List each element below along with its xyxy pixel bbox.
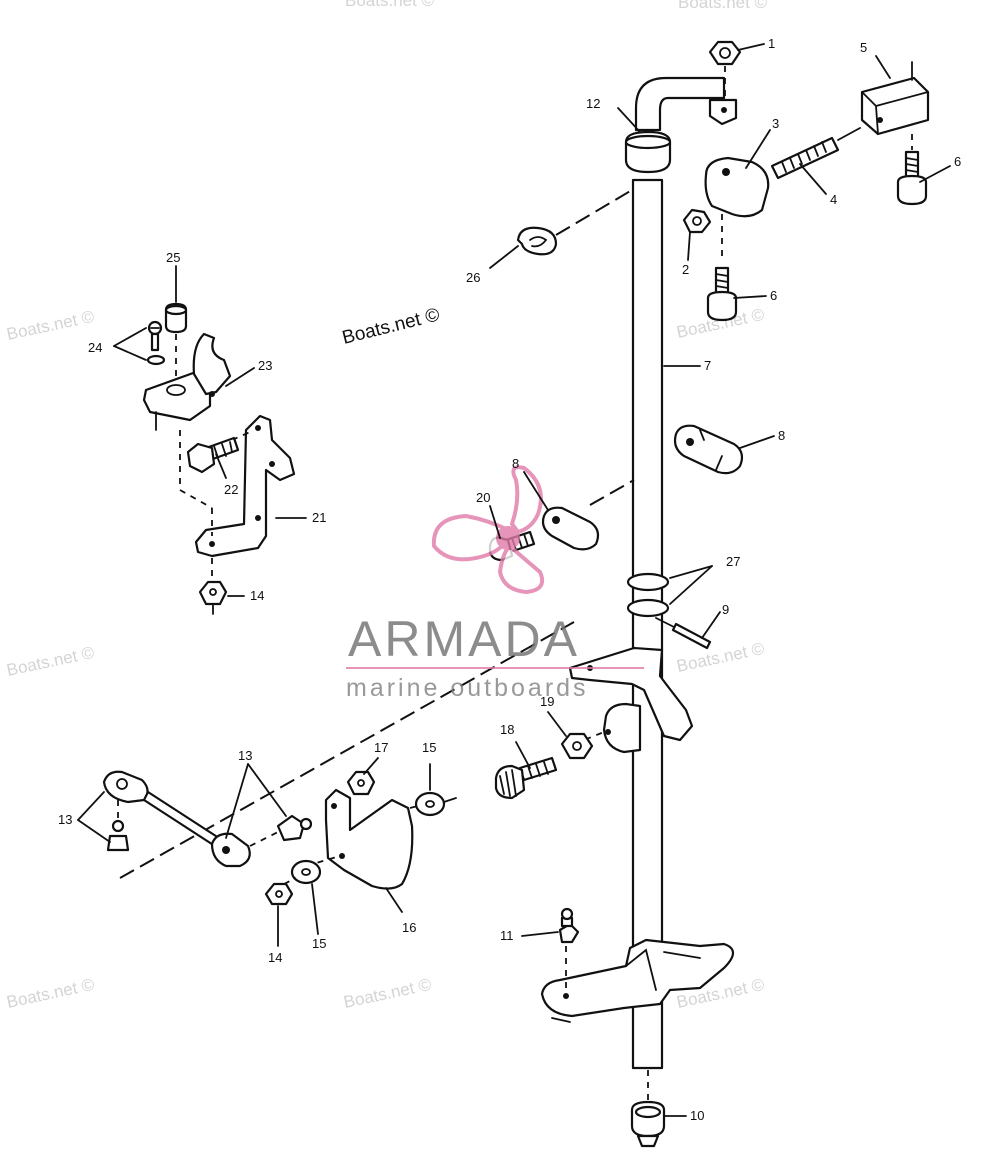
callout-22: 22 (224, 482, 238, 497)
clip-26 (516, 189, 633, 256)
watermark: Boats.net © (675, 639, 767, 676)
watermark: Boats.net © (342, 975, 434, 1012)
callout-14: 14 (268, 950, 282, 965)
callout-16: 16 (402, 920, 416, 935)
pin-9 (655, 617, 712, 650)
callout-4: 4 (830, 192, 837, 207)
callout-10: 10 (690, 1108, 704, 1123)
callout-12: 12 (586, 96, 600, 111)
ball-stud-13a (106, 800, 130, 852)
nut-2 (682, 208, 712, 234)
callout-26: 26 (466, 270, 480, 285)
brand-tagline: marine outboards (346, 674, 589, 702)
bushing-10 (630, 1070, 666, 1148)
washer-15-upper (409, 791, 457, 817)
callout-6: 6 (770, 288, 777, 303)
rod-end-13 (102, 770, 251, 868)
callout-24: 24 (88, 340, 102, 355)
callout-11: 11 (500, 928, 514, 943)
bolt-22 (186, 431, 251, 474)
watermark: Boats.net © (345, 0, 435, 10)
watermark: Boats.net © (5, 643, 97, 680)
nut-14-upper (198, 580, 228, 615)
brand-name: ARMADA (348, 611, 580, 667)
callout-15: 15 (312, 936, 326, 951)
nut-1 (708, 40, 742, 98)
callout-13: 13 (58, 812, 72, 827)
nut-14-lower (264, 877, 297, 906)
callout-13: 13 (238, 748, 252, 763)
callout-15: 15 (422, 740, 436, 755)
nut-19 (560, 732, 594, 760)
callout-14: 14 (250, 588, 264, 603)
bracket-16 (305, 788, 414, 890)
credit-text: Boats.net © (340, 304, 442, 348)
washers-27 (626, 572, 670, 618)
callout-18: 18 (500, 722, 514, 737)
callout-8: 8 (512, 456, 519, 471)
bolt-18 (494, 756, 558, 800)
callout-3: 3 (772, 116, 779, 131)
washer-15-lower (290, 859, 322, 885)
clamp-8-center (541, 479, 635, 551)
callout-27: 27 (726, 554, 740, 569)
callout-23: 23 (258, 358, 272, 373)
swivel-3 (704, 156, 770, 218)
cap-25 (164, 302, 188, 382)
callout-9: 9 (722, 602, 729, 617)
propeller-icon (431, 465, 545, 595)
watermark: Boats.net © (5, 975, 97, 1012)
screw-6-upper (896, 134, 928, 206)
screw-6-lower (706, 214, 738, 322)
callout-7: 7 (704, 358, 711, 373)
armada-logo: ARMADA marine outboards (346, 465, 644, 702)
block-5 (837, 61, 930, 141)
callout-8: 8 (778, 428, 785, 443)
ball-stud-13b (249, 814, 313, 847)
callout-25: 25 (166, 250, 180, 265)
callout-leaders (77, 43, 951, 1117)
watermark: Boats.net © (678, 0, 768, 12)
callout-5: 5 (860, 40, 867, 55)
callout-6: 6 (954, 154, 961, 169)
callout-20: 20 (476, 490, 490, 505)
main-shaft (631, 76, 738, 1070)
callout-1: 1 (768, 36, 775, 51)
lower-arm (540, 938, 735, 1023)
stud-11 (558, 907, 580, 944)
callout-17: 17 (374, 740, 388, 755)
link-rod-4 (770, 136, 840, 180)
bracket-21 (179, 414, 296, 580)
callout-19: 19 (540, 694, 554, 709)
callout-21: 21 (312, 510, 326, 525)
nut-17 (346, 770, 376, 796)
bushing-12 (624, 130, 672, 174)
bracket-23 (142, 332, 232, 431)
control-arm (119, 621, 694, 879)
callout-2: 2 (682, 262, 689, 277)
watermark: Boats.net © (5, 307, 97, 344)
callout-labels: 1 2 3 4 5 6 6 7 8 8 9 10 11 12 13 13 14 … (58, 36, 961, 1123)
clamp-8-right (673, 424, 744, 475)
screw-24 (146, 320, 166, 366)
